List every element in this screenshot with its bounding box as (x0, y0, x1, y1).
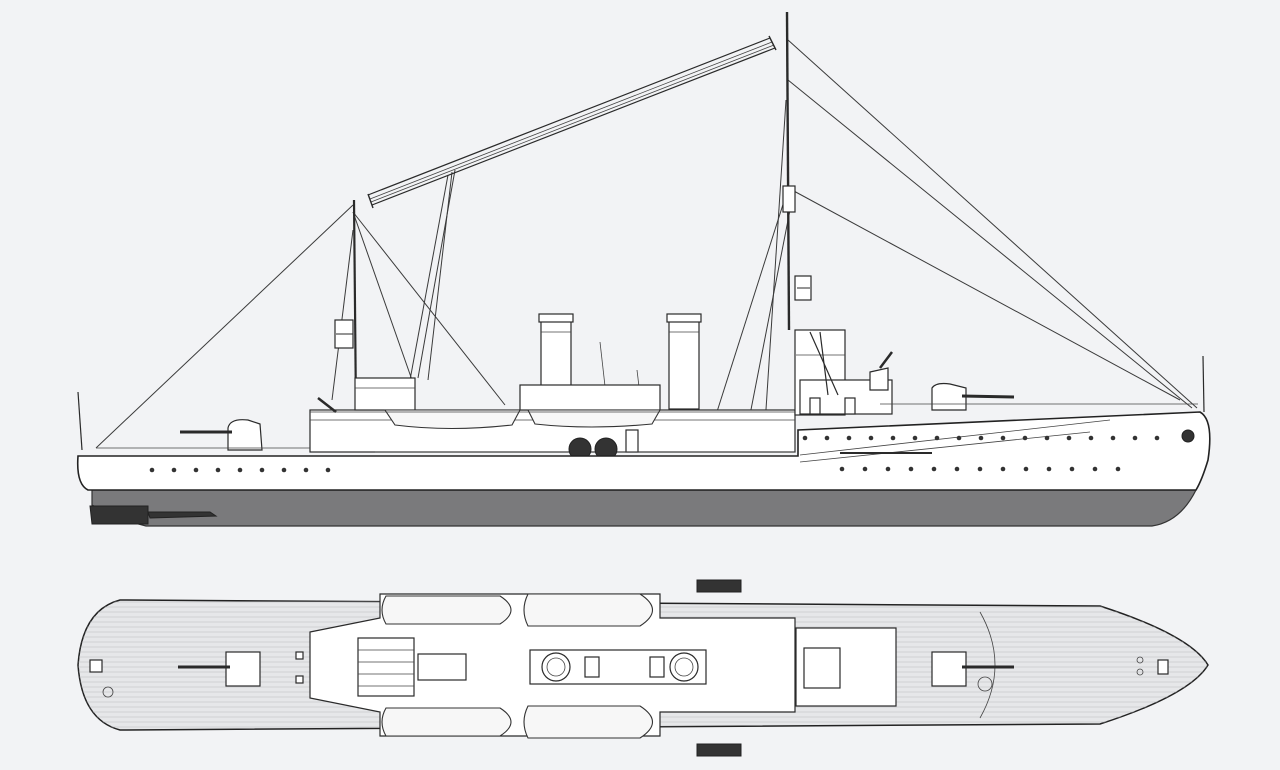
porthole (868, 435, 874, 441)
porthole (890, 435, 896, 441)
porthole (824, 435, 830, 441)
porthole (954, 466, 960, 472)
porthole (1066, 435, 1072, 441)
porthole (1115, 466, 1121, 472)
porthole (149, 467, 155, 473)
porthole (1023, 466, 1029, 472)
porthole (978, 435, 984, 441)
porthole (1088, 435, 1094, 441)
porthole (193, 467, 199, 473)
porthole (259, 467, 265, 473)
wireless-aerial (367, 35, 777, 209)
hull-profile (76, 411, 1211, 527)
porthole (171, 467, 177, 473)
porthole (1110, 435, 1116, 441)
porthole (1069, 466, 1075, 472)
fore-mast (334, 199, 358, 413)
porthole (912, 435, 918, 441)
porthole (977, 466, 983, 472)
lifeboats-side (383, 409, 661, 461)
deckhouse-plan (309, 593, 796, 737)
porthole (839, 466, 845, 472)
porthole (846, 435, 852, 441)
porthole (1044, 435, 1050, 441)
porthole (1046, 466, 1052, 472)
porthole (325, 467, 331, 473)
porthole (862, 466, 868, 472)
porthole (237, 467, 243, 473)
porthole (956, 435, 962, 441)
lifeboats-plan (381, 579, 742, 757)
porthole (1154, 435, 1160, 441)
rigging (95, 39, 1198, 449)
porthole (281, 467, 287, 473)
porthole (1092, 466, 1098, 472)
porthole (303, 467, 309, 473)
porthole (1022, 435, 1028, 441)
portholes (149, 435, 1160, 473)
porthole (931, 466, 937, 472)
porthole (215, 467, 221, 473)
main-mast (77, 11, 1205, 451)
porthole (885, 466, 891, 472)
guns-side (180, 351, 1015, 451)
porthole (934, 435, 940, 441)
top-plan-view (77, 579, 1209, 757)
porthole (1000, 466, 1006, 472)
porthole (1132, 435, 1138, 441)
forward-structures-plan (89, 611, 1169, 719)
side-profile-view (76, 11, 1211, 527)
porthole (908, 466, 914, 472)
porthole (1000, 435, 1006, 441)
porthole (802, 435, 808, 441)
